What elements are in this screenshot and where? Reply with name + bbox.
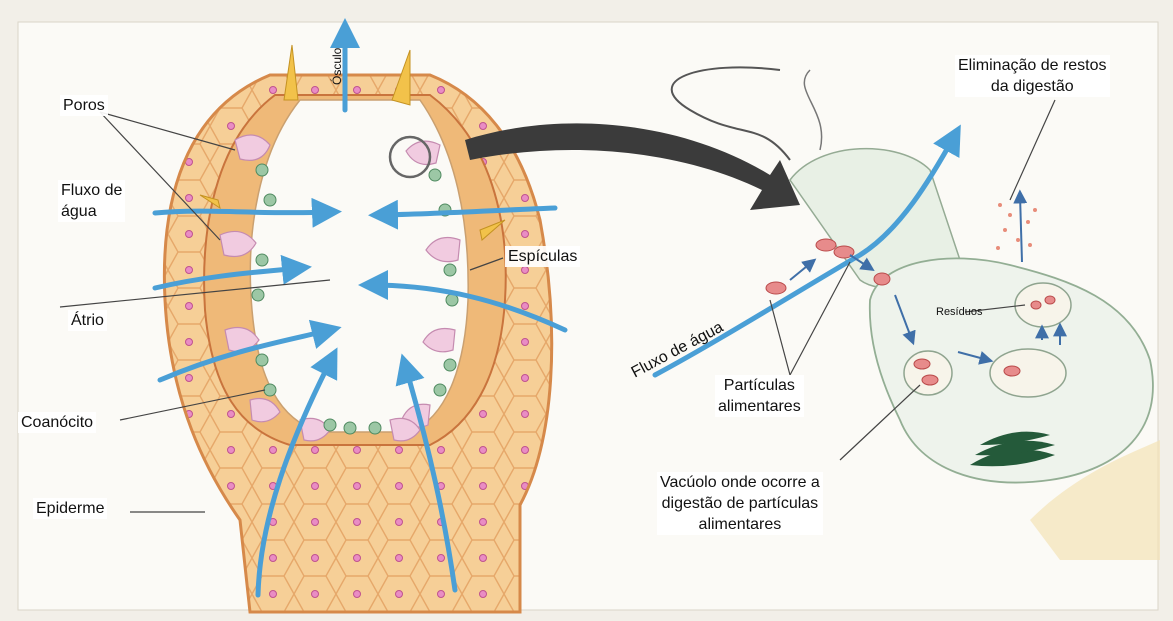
eliminacao-line1: Eliminação de restos: [958, 55, 1107, 76]
vacuolo-line3: alimentares: [660, 514, 820, 535]
fluxo-agua-left-label: Fluxo de água: [58, 180, 125, 222]
particulas-line1: Partículas: [718, 375, 801, 396]
vacuolo-line1: Vacúolo onde ocorre a: [660, 472, 820, 493]
epiderme-label: Epiderme: [33, 498, 107, 519]
vacuolo-line2: digestão de partículas: [660, 493, 820, 514]
eliminacao-label: Eliminação de restos da digestão: [955, 55, 1110, 97]
vacuolo-label: Vacúolo onde ocorre a digestão de partíc…: [657, 472, 823, 535]
fluxo-agua-left-line2: água: [61, 201, 122, 222]
residuos-label: Resíduos: [933, 305, 985, 319]
fluxo-agua-left-line1: Fluxo de: [61, 180, 122, 201]
poros-label: Poros: [60, 95, 108, 116]
eliminacao-line2: da digestão: [958, 76, 1107, 97]
particulas-line2: alimentares: [718, 396, 801, 417]
particulas-label: Partículas alimentares: [715, 375, 804, 417]
osculo-label: Ósculo: [330, 45, 344, 88]
coanocito-label: Coanócito: [18, 412, 96, 433]
espiculas-label: Espículas: [505, 246, 580, 267]
atrio-label: Átrio: [68, 310, 107, 331]
